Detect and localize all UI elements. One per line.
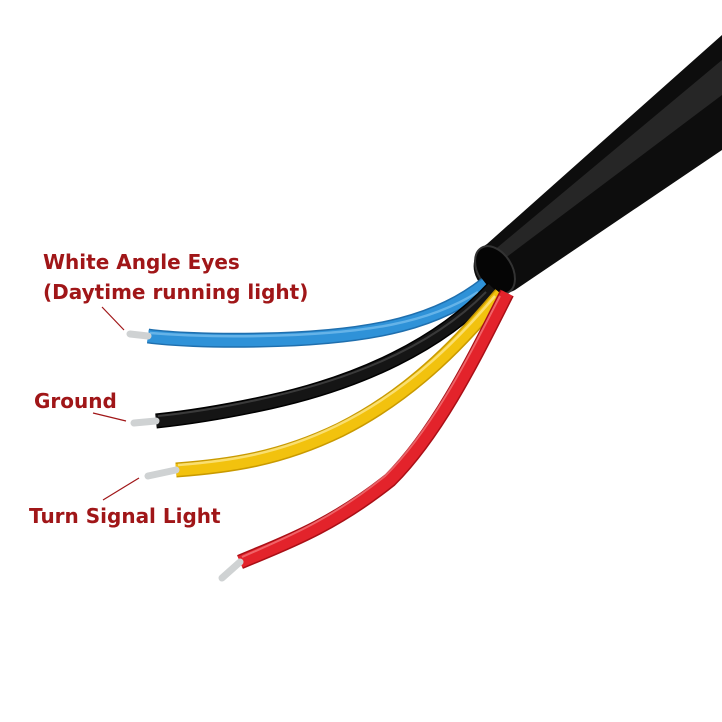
leader-lines: [92, 306, 140, 501]
leader-line-ground: [92, 412, 127, 422]
wire-red: [218, 289, 514, 582]
wire-yellow: [144, 289, 507, 480]
label-ground: Ground: [34, 389, 117, 413]
conductor-blue: [126, 330, 152, 340]
conductor-red: [218, 558, 244, 582]
conductor-yellow: [144, 466, 180, 480]
leader-line-white-angle-eyes: [101, 306, 125, 331]
leader-line-turn-signal: [102, 477, 140, 501]
label-turn-signal-light: Turn Signal Light: [29, 504, 221, 528]
conductor-black: [130, 417, 160, 427]
label-white-angle-eyes-line2: (Daytime running light): [43, 280, 309, 304]
wire-blue: [126, 278, 491, 348]
wire-black: [130, 282, 499, 429]
label-white-angle-eyes: White Angle Eyes (Daytime running light): [43, 247, 308, 307]
cable-jacket: [473, 35, 722, 295]
label-white-angle-eyes-line1: White Angle Eyes: [43, 250, 240, 274]
